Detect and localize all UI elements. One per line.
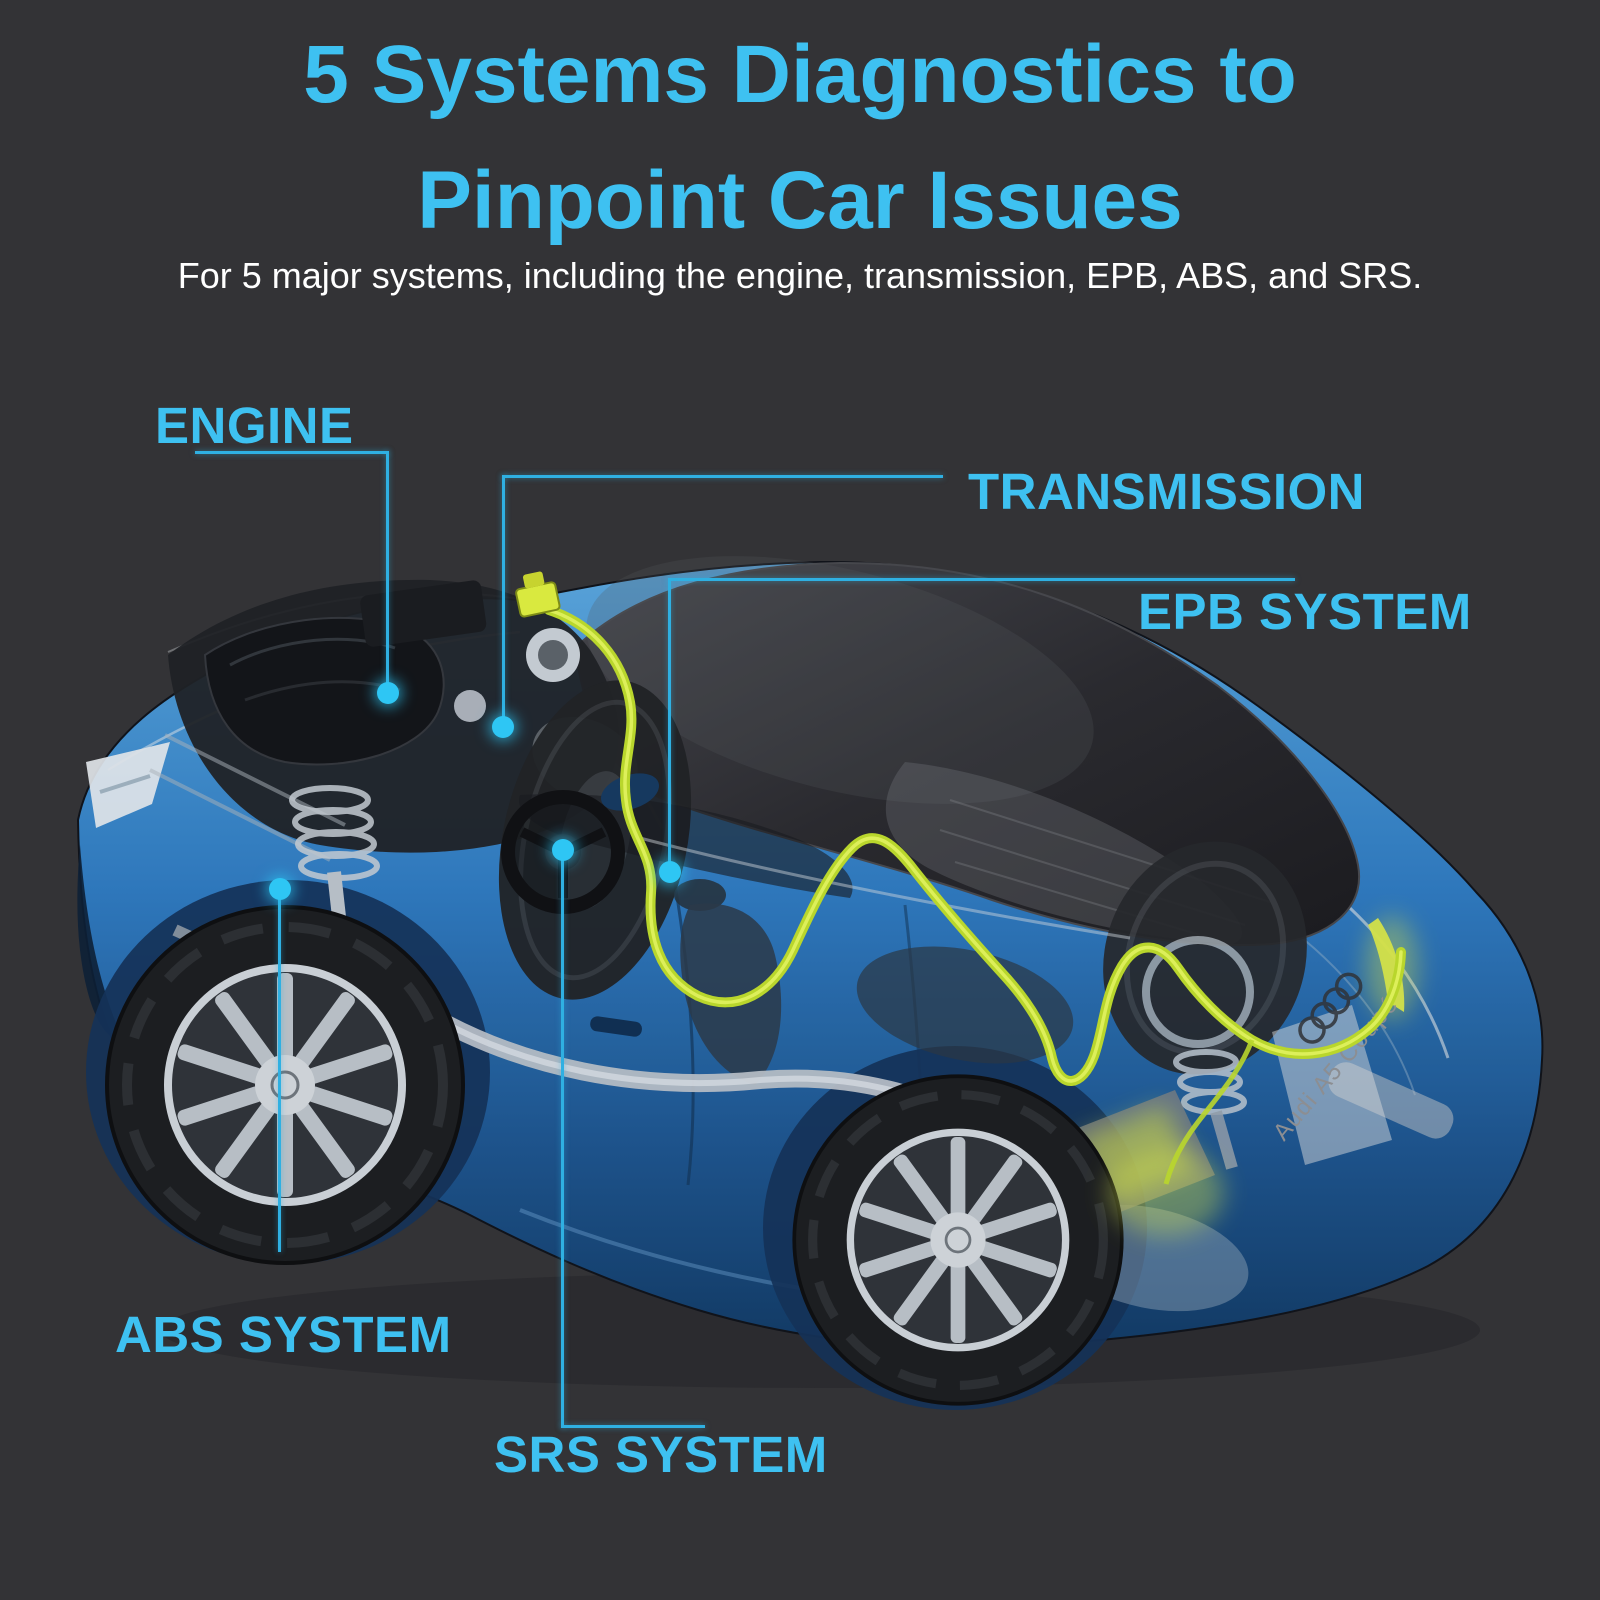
abs-leader-vline (278, 889, 281, 1252)
audi-rings-icon (1298, 972, 1363, 1044)
srs-leader-vline (561, 850, 564, 1428)
rear-wheel (794, 1076, 1122, 1404)
door-handle (590, 1016, 642, 1037)
engine-leader-underline (195, 451, 389, 454)
page-title-line-1: 5 Systems Diagnostics to (303, 29, 1297, 120)
epb-cable (515, 571, 1406, 1236)
epb-leader-hline (668, 578, 1295, 581)
engine-target-dot (377, 682, 399, 704)
srs-leader-hline (561, 1425, 705, 1428)
cable-connector (515, 571, 561, 618)
callout-label-abs: ABS SYSTEM (115, 1306, 452, 1363)
epb-target-dot (659, 861, 681, 883)
page-subtitle: For 5 major systems, including the engin… (177, 255, 1423, 296)
transmission-leader-vline (502, 475, 505, 729)
callout-label-transmission: TRANSMISSION (968, 463, 1366, 520)
abs-target-dot (269, 878, 291, 900)
transmission-leader-hline (502, 475, 943, 478)
epb-leader-vline (668, 578, 671, 874)
page-title-line-2: Pinpoint Car Issues (417, 155, 1183, 246)
callout-label-epb: EPB SYSTEM (1138, 583, 1472, 640)
front-wheel (107, 907, 463, 1263)
badge-plate (1272, 1005, 1392, 1165)
engine-leader-line (386, 451, 389, 695)
srs-target-dot (552, 839, 574, 861)
engine-cover (203, 616, 445, 766)
callout-label-srs: SRS SYSTEM (494, 1426, 828, 1483)
far-rear-wheel (1103, 841, 1307, 1170)
transmission-target-dot (492, 716, 514, 738)
callout-label-engine: ENGINE (155, 397, 354, 454)
